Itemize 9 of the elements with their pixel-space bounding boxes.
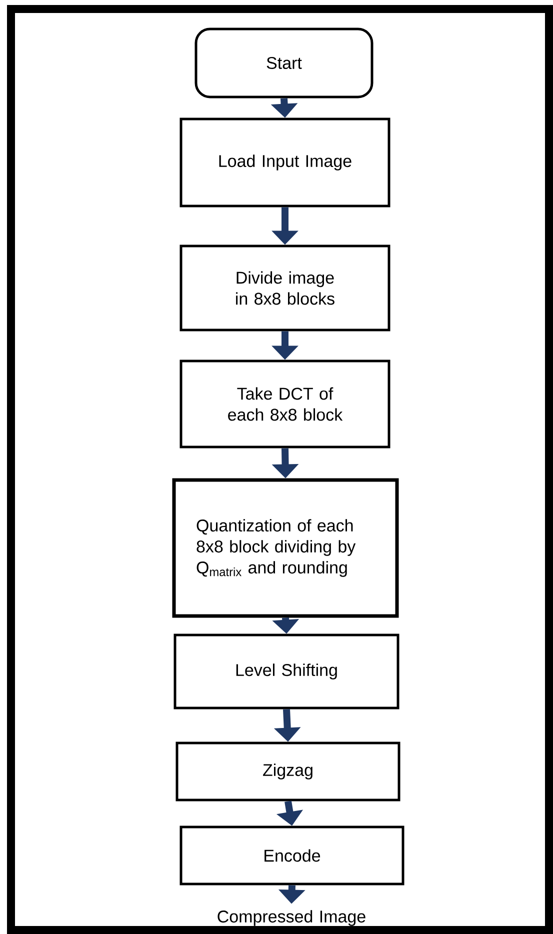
process-box: Encode bbox=[180, 826, 404, 886]
process-box: Quantization of each 8x8 block dividing by Q$_{matrix}$ and rounding bbox=[172, 478, 399, 618]
terminal-box: Start bbox=[194, 28, 374, 98]
process-box: Level Shifting bbox=[174, 634, 400, 710]
output-label: Compressed Image bbox=[218, 910, 366, 926]
process-box: Divide image in 8x8 blocks bbox=[180, 244, 390, 332]
process-box: Zigzag bbox=[176, 742, 400, 802]
process-box: Take DCT of each 8x8 block bbox=[180, 360, 390, 448]
process-box: Load Input Image bbox=[180, 118, 390, 208]
